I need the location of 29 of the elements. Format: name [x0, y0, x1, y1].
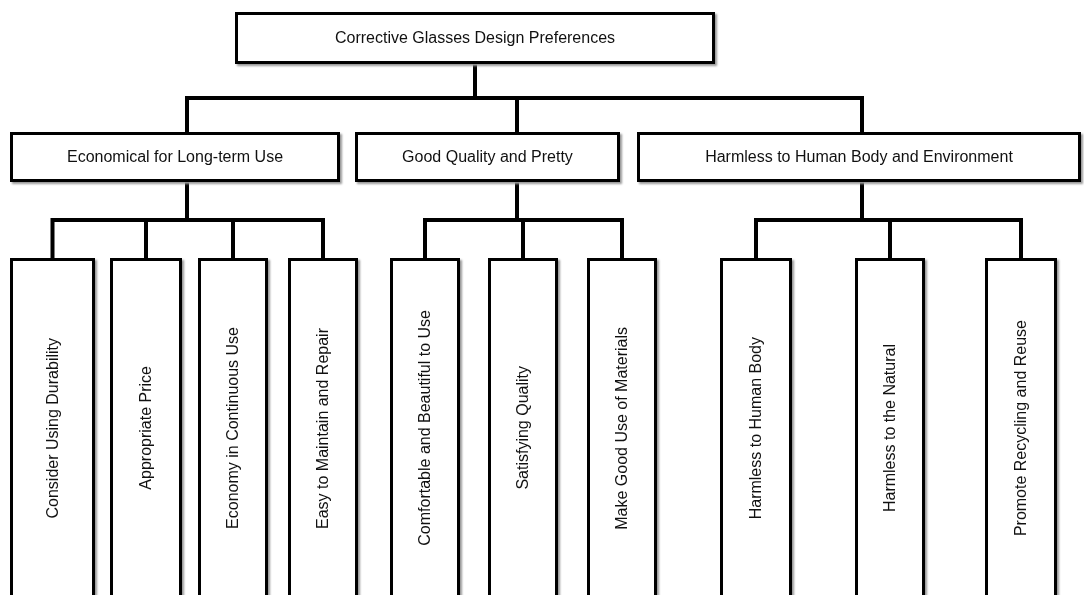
- criterion-box: [198, 258, 268, 595]
- node-label: Good Quality and Pretty: [402, 148, 573, 166]
- node-label: Promote Recycling and Reuse: [1012, 319, 1030, 537]
- category-box: [355, 132, 620, 182]
- node-label: Easy to Maintain and Repair: [314, 327, 332, 529]
- node-label: Harmless to the Natural: [881, 343, 899, 513]
- criterion-box: [10, 258, 95, 595]
- criterion-box: [720, 258, 792, 595]
- criterion-box: [855, 258, 925, 595]
- category-box: [637, 132, 1081, 182]
- category-box: [235, 12, 715, 64]
- criterion-box: [985, 258, 1057, 595]
- criterion-box: [110, 258, 182, 595]
- node-label: Economy in Continuous Use: [224, 327, 242, 529]
- criterion-box: [288, 258, 358, 595]
- node-label: Corrective Glasses Design Preferences: [334, 29, 616, 47]
- node-label: Satisfying Quality: [514, 366, 532, 490]
- node-label: Appropriate Price: [137, 366, 155, 490]
- criterion-box: [390, 258, 460, 595]
- connector-line: [473, 64, 864, 132]
- node-label: Comfortable and Beautiful to Use: [416, 310, 434, 546]
- node-label: Harmless to Human Body: [747, 336, 765, 520]
- category-box: [10, 132, 340, 182]
- criterion-box: [488, 258, 558, 595]
- node-label: Make Good Use of Materials: [613, 326, 631, 530]
- node-label: Harmless to Human Body and Environment: [705, 148, 1013, 166]
- criterion-box: [587, 258, 657, 595]
- node-label: Economical for Long-term Use: [66, 148, 284, 166]
- node-label: Consider Using Durability: [43, 337, 62, 519]
